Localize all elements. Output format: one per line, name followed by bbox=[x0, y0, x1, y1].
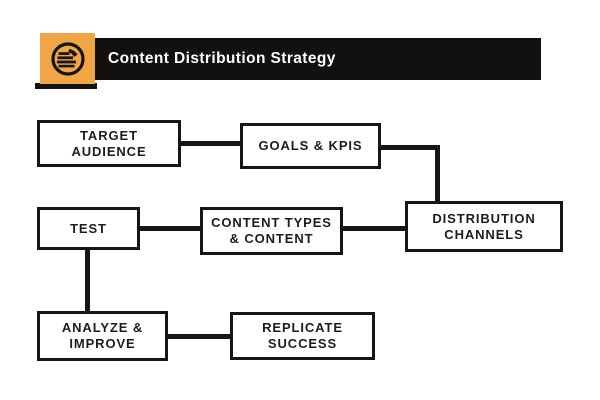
node-label-line: GOALS & KPIS bbox=[258, 138, 363, 154]
node-label-line: SUCCESS bbox=[267, 336, 338, 351]
connector-test-to-analyze bbox=[85, 249, 90, 314]
page-title: Content Distribution Strategy bbox=[108, 50, 336, 67]
node-label-line: AUDIENCE bbox=[71, 143, 147, 159]
node-label-line: DISTRIBUTION bbox=[432, 210, 536, 226]
layered-circle-logo-icon bbox=[50, 41, 85, 76]
connector-goals-elbow-horizontal bbox=[381, 145, 440, 150]
connector-analyze-to-replicate bbox=[168, 334, 230, 339]
node-label-line: TARGET bbox=[80, 127, 138, 143]
node-label-line: REPLICATE bbox=[262, 320, 343, 336]
logo-drop-shadow bbox=[35, 83, 97, 89]
connector-test-to-content bbox=[140, 226, 200, 231]
node-label-line: & CONTENT bbox=[229, 231, 314, 246]
node-label-line: CONTENT TYPES bbox=[211, 215, 332, 231]
node-content-types: CONTENT TYPES & CONTENT bbox=[200, 207, 343, 255]
connector-content-to-distribution bbox=[343, 226, 405, 231]
node-distribution-channels: DISTRIBUTION CHANNELS bbox=[405, 201, 563, 252]
node-label-line: CHANNELS bbox=[444, 226, 524, 242]
connector-target-to-goals bbox=[181, 141, 240, 146]
node-label-line: TEST bbox=[70, 220, 107, 236]
node-analyze-improve: ANALYZE & IMPROVE bbox=[37, 311, 168, 361]
connector-goals-to-distribution bbox=[435, 145, 440, 204]
node-replicate-success: REPLICATE SUCCESS bbox=[230, 312, 375, 360]
node-label-line: ANALYZE & bbox=[61, 320, 144, 336]
node-label-line: IMPROVE bbox=[69, 336, 136, 351]
brand-logo bbox=[40, 33, 95, 84]
header-bar: Content Distribution Strategy bbox=[95, 38, 541, 80]
node-goals-kpis: GOALS & KPIS bbox=[240, 123, 381, 169]
node-test: TEST bbox=[37, 207, 140, 250]
node-target-audience: TARGET AUDIENCE bbox=[37, 120, 181, 167]
